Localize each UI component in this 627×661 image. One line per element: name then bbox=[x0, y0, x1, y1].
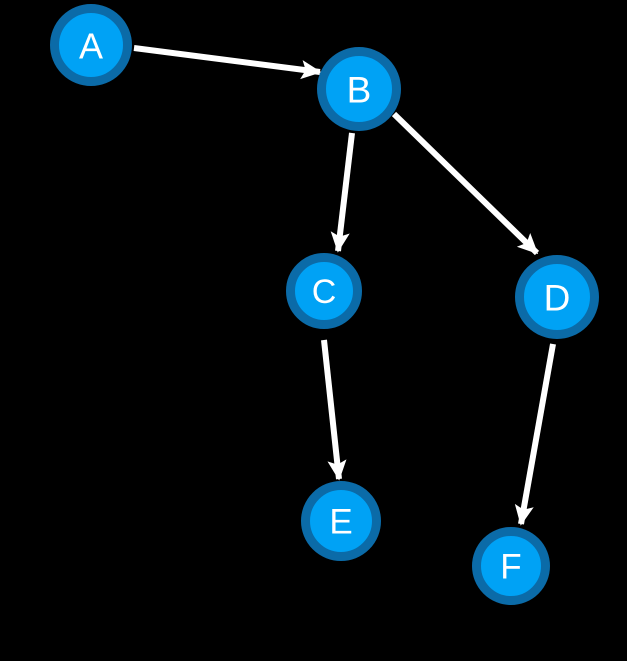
node-f-label: F bbox=[500, 548, 521, 587]
node-f[interactable]: F bbox=[472, 527, 550, 605]
node-d-label: D bbox=[544, 278, 571, 319]
node-b-label: B bbox=[347, 70, 372, 111]
node-c-ring bbox=[286, 253, 362, 329]
edges-layer bbox=[133, 45, 556, 526]
node-a-ring bbox=[50, 4, 132, 86]
node-e-label: E bbox=[329, 503, 352, 542]
node-f-ring bbox=[472, 527, 550, 605]
node-c-label: C bbox=[312, 273, 337, 311]
edge-b-d[interactable] bbox=[391, 111, 540, 256]
node-a[interactable]: A bbox=[50, 4, 132, 86]
node-a-label: A bbox=[79, 26, 103, 67]
edge-b-c[interactable] bbox=[330, 132, 355, 253]
node-d-ring bbox=[515, 255, 599, 339]
node-d[interactable]: D bbox=[515, 255, 599, 339]
edge-d-f[interactable] bbox=[514, 343, 556, 526]
nodes-layer: A B C D E F bbox=[50, 4, 599, 605]
edge-a-b[interactable] bbox=[133, 45, 322, 80]
node-e[interactable]: E bbox=[301, 481, 381, 561]
edge-c-e[interactable] bbox=[321, 339, 347, 481]
node-b-ring bbox=[317, 47, 401, 131]
node-c[interactable]: C bbox=[286, 253, 362, 329]
node-e-ring bbox=[301, 481, 381, 561]
node-b[interactable]: B bbox=[317, 47, 401, 131]
